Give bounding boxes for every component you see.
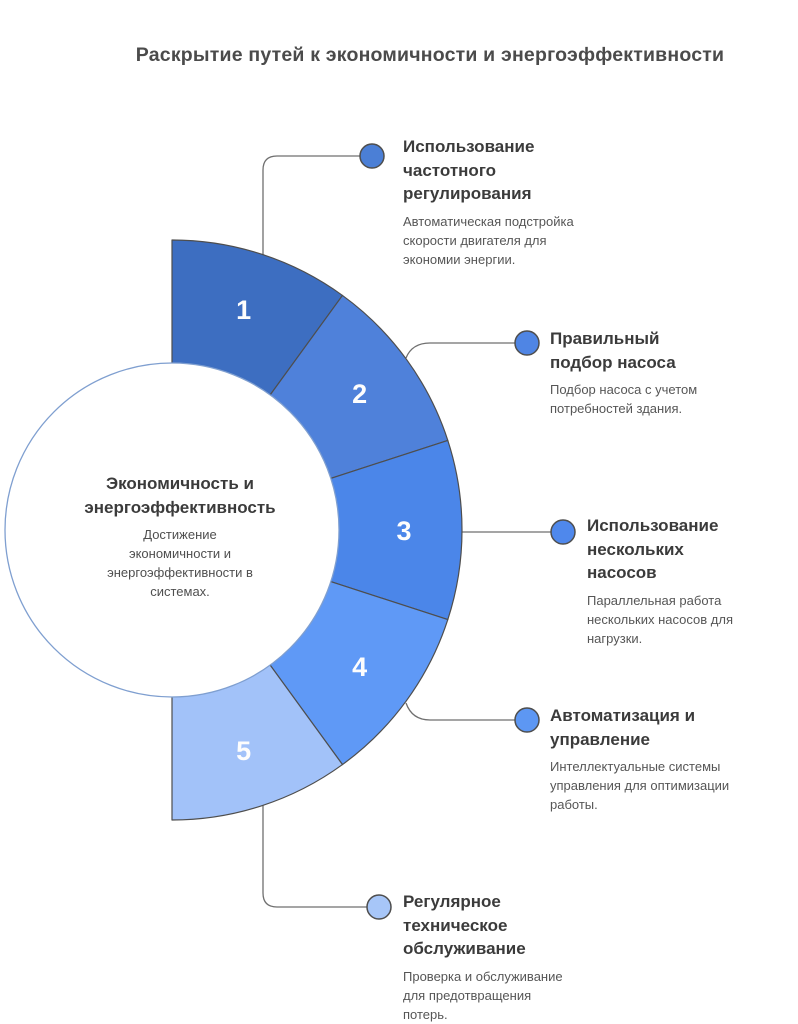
callout-3-heading: Использование нескольких насосов (587, 516, 719, 582)
segment-number-4: 4 (352, 652, 367, 682)
center-circle (4, 362, 340, 698)
callout-4: Автоматизация и управление Интеллектуаль… (550, 704, 780, 814)
segment-numbers: 1 2 3 4 5 (236, 295, 411, 766)
connector-2 (405, 342, 515, 359)
segment-number-3: 3 (396, 516, 411, 546)
segment-number-1: 1 (236, 295, 251, 325)
segment-number-5: 5 (236, 736, 251, 766)
segment-number-2: 2 (352, 379, 367, 409)
callout-5: Регулярное техническое обслуживание Пров… (403, 890, 633, 1024)
dot-4 (514, 707, 540, 733)
connector-4 (405, 702, 515, 721)
connector-5 (262, 805, 367, 908)
callout-dots (359, 143, 576, 920)
center-heading: Экономичность и энергоэффективность (84, 474, 276, 517)
center-label: Экономичность и энергоэффективность Дост… (60, 472, 300, 601)
callout-2-description: Подбор насоса с учетом потребностей здан… (550, 382, 698, 416)
callout-1-heading: Использование частотного регулирования (403, 137, 535, 203)
dot-1 (359, 143, 385, 169)
callout-2-heading: Правильный подбор насоса (550, 329, 676, 372)
callout-4-description: Интеллектуальные системы управления для … (550, 759, 730, 812)
callout-5-heading: Регулярное техническое обслуживание (403, 892, 526, 958)
dot-3 (550, 519, 576, 545)
center-description: Достижение экономичности и энергоэффекти… (107, 527, 253, 599)
dot-5 (366, 894, 392, 920)
connector-lines (262, 155, 551, 908)
connector-1 (262, 155, 360, 255)
callout-5-description: Проверка и обслуживание для предотвращен… (403, 968, 563, 1022)
callout-3-description: Параллельная работа нескольких насосов д… (587, 592, 733, 646)
callout-3: Использование нескольких насосов Паралле… (587, 514, 798, 648)
dot-2 (514, 330, 540, 356)
callout-1: Использование частотного регулирования А… (403, 135, 633, 269)
page-title: Раскрытие путей к экономичности и энерго… (135, 44, 725, 66)
callout-2: Правильный подбор насоса Подбор насоса с… (550, 327, 780, 418)
callout-1-description: Автоматическая подстройка скорости двига… (403, 213, 574, 267)
callout-4-heading: Автоматизация и управление (550, 706, 696, 749)
